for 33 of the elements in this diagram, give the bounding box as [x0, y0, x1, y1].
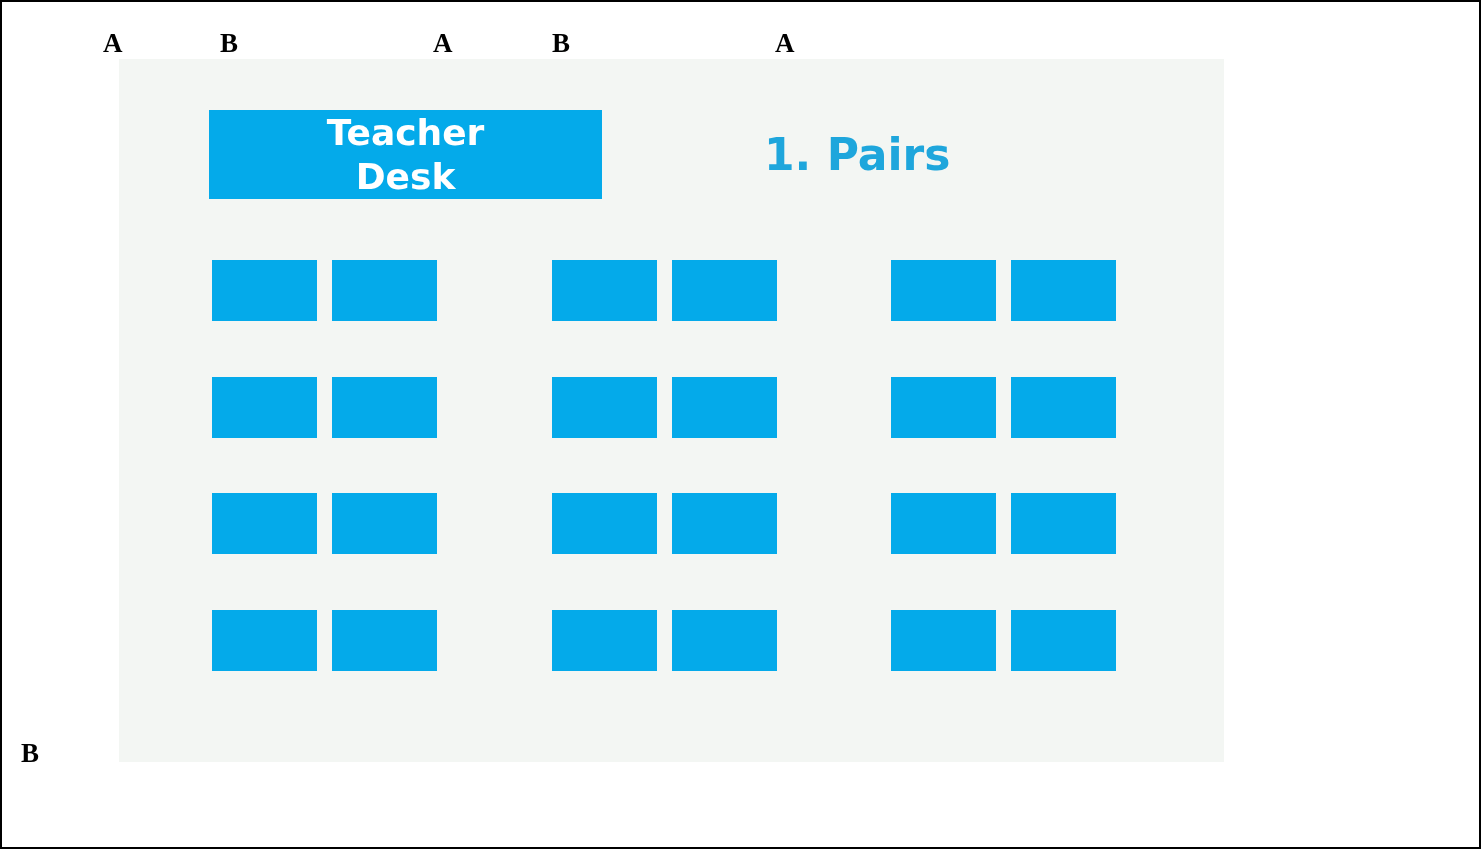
teacher-desk: Teacher Desk	[209, 110, 602, 199]
student-desk	[552, 376, 657, 438]
student-desk	[332, 609, 437, 671]
student-desk	[1011, 376, 1116, 438]
layout-title: 1. Pairs	[764, 129, 951, 181]
student-desk	[552, 609, 657, 671]
seat-letter: B	[220, 28, 238, 58]
seat-letter: A	[775, 28, 795, 58]
student-desk	[212, 376, 317, 438]
student-desk	[552, 493, 657, 554]
classroom-floor	[119, 59, 1224, 762]
student-desk	[891, 260, 996, 321]
student-desk	[891, 609, 996, 671]
student-desk	[212, 260, 317, 321]
student-desk	[332, 260, 437, 321]
student-desk	[891, 376, 996, 438]
student-desk	[1011, 493, 1116, 554]
student-desk	[672, 376, 777, 438]
student-desk	[212, 493, 317, 554]
seat-letter: B	[552, 28, 570, 58]
student-desk	[552, 260, 657, 321]
student-desk	[672, 493, 777, 554]
student-desk	[891, 493, 996, 554]
student-desk	[1011, 609, 1116, 671]
student-desk	[1011, 260, 1116, 321]
seat-letter: B	[21, 738, 39, 768]
student-desk	[332, 376, 437, 438]
seat-letter: A	[433, 28, 453, 58]
seat-letter: A	[103, 28, 123, 58]
student-desk	[672, 260, 777, 321]
student-desk	[672, 609, 777, 671]
student-desk	[212, 609, 317, 671]
student-desk	[332, 493, 437, 554]
